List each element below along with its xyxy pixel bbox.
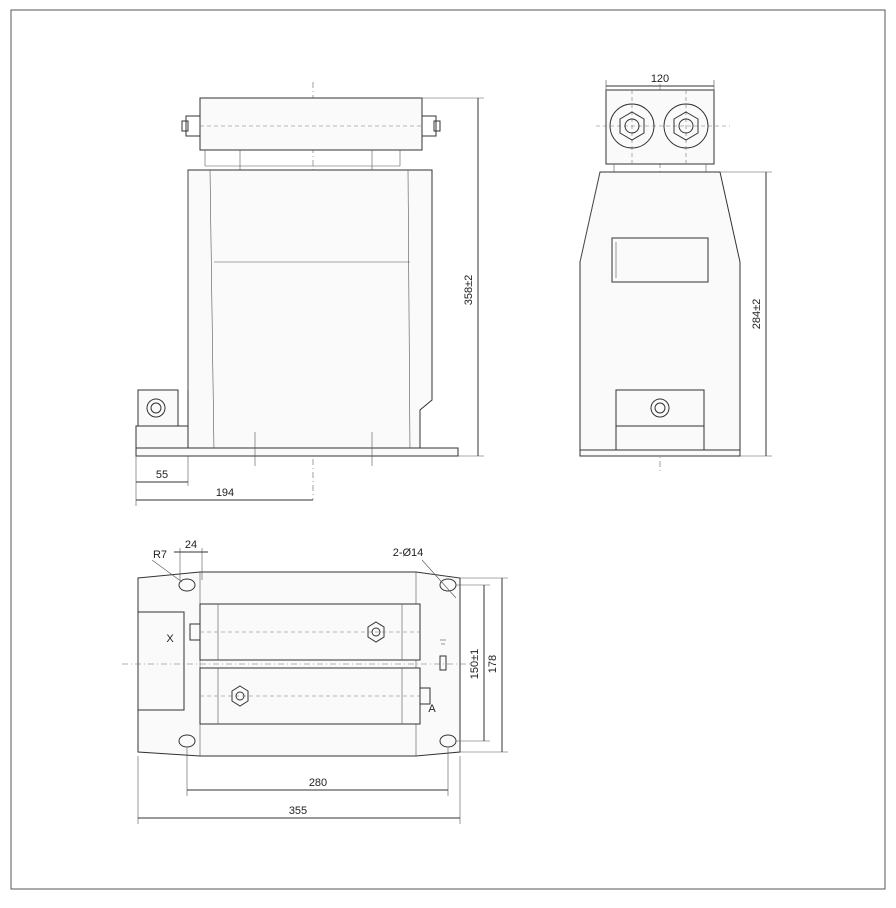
terminal-a-label: A [428,703,436,715]
plan-view: X A R7 24 2-Ø14 150±1 178 280 355 [122,539,508,824]
dim-plan-width: 178 [487,655,499,673]
drawing-border [10,9,886,890]
dim-front-center: 194 [216,487,234,499]
dim-plan-hole-pitch: 280 [309,777,327,789]
dim-front-height: 358±2 [463,275,475,306]
dim-plan-hole-spacing: 150±1 [469,649,481,680]
side-view: 120 284±2 [579,73,772,472]
dim-plan-length: 355 [289,805,307,817]
dim-front-base-left: 55 [156,469,168,481]
dim-plan-holes: 2-Ø14 [393,547,424,559]
dim-side-height: 284±2 [751,299,763,330]
dim-plan-radius: R7 [153,549,167,561]
terminal-x-label: X [166,633,174,645]
front-view: 358±2 55 194 [135,82,484,506]
dim-side-top-width: 120 [651,73,669,85]
dim-plan-slot: 24 [185,539,197,551]
